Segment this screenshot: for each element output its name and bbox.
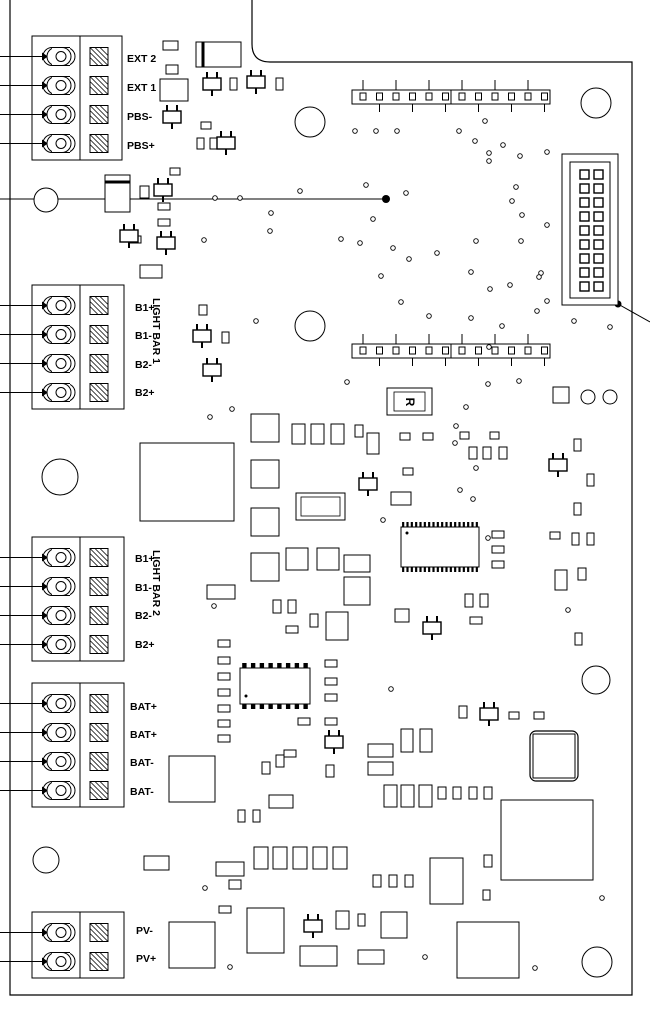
large-components: [139, 413, 594, 979]
label-lb2-b1-plus: B1+: [135, 553, 155, 565]
terminal-block-battery: [0, 682, 125, 808]
label-lb1-b2-minus: B2-: [135, 359, 152, 371]
label-lb1-b2-plus: B2+: [135, 387, 155, 399]
label-lb1-b1-plus: B1+: [135, 302, 155, 314]
label-bat-4: BAT-: [130, 786, 154, 798]
pin-header-top: [351, 80, 551, 112]
resistor-r: R: [386, 387, 433, 416]
sot23-transistor: [548, 453, 568, 477]
label-lb2-b2-minus: B2-: [135, 610, 152, 622]
sot23-transistor: [358, 472, 378, 496]
label-bat-2: BAT+: [130, 729, 157, 741]
mounting-holes: [32, 87, 613, 978]
vias: [201, 118, 613, 971]
sot23-transistor: [192, 324, 212, 348]
sot23-transistor: [303, 914, 323, 938]
label-ext2: EXT 2: [127, 53, 156, 65]
sot23-transistor: [156, 231, 176, 255]
sot23-transistor: [422, 616, 442, 640]
terminal-block-light-bar-2: [0, 536, 125, 662]
label-pbs-plus: PBS+: [127, 140, 155, 152]
resistor-mark: R: [403, 398, 417, 407]
sot23-transistors: [119, 70, 568, 938]
ic-large-soic: [400, 522, 480, 572]
ic-qfn: [529, 730, 579, 782]
label-light-bar-2: LIGHT BAR 2: [150, 550, 162, 616]
sot23-transistor: [479, 702, 499, 726]
label-bat-1: BAT+: [130, 701, 157, 713]
pin-header-middle: [351, 334, 551, 366]
sot23-transistor: [202, 358, 222, 382]
label-pv-minus: PV-: [136, 925, 153, 937]
sot23-transistor: [324, 730, 344, 754]
sot23-transistor: [153, 178, 173, 202]
terminal-block-ext: [0, 35, 123, 161]
terminal-block-light-bar-1: [0, 284, 125, 410]
sot23-transistor: [202, 72, 222, 96]
board-outline: [9, 0, 633, 996]
sot23-transistor: [246, 70, 266, 94]
label-lb2-b2-plus: B2+: [135, 639, 155, 651]
label-pv-plus: PV+: [136, 953, 156, 965]
sot23-transistor: [119, 224, 139, 248]
label-lb1-b1-minus: B1-: [135, 330, 152, 342]
terminal-blocks: [0, 35, 125, 979]
label-light-bar-1: LIGHT BAR 1: [150, 298, 162, 364]
sot23-transistor: [162, 105, 182, 129]
label-ext1: EXT 1: [127, 82, 156, 94]
ribbon-connector: [561, 153, 619, 306]
smd-components: [129, 40, 595, 965]
terminal-labels: EXT 2 EXT 1 PBS- PBS+ B1+ B1- B2- B2+ LI…: [127, 53, 162, 965]
terminal-block-pv: [0, 911, 125, 979]
misc-pads-right: [552, 386, 618, 405]
sot23-transistor: [216, 131, 236, 155]
label-bat-3: BAT-: [130, 757, 154, 769]
diodes: [104, 41, 346, 967]
ic-medium-soic: [239, 663, 311, 709]
label-lb2-b1-minus: B1-: [135, 582, 152, 594]
label-pbs-minus: PBS-: [127, 111, 153, 123]
